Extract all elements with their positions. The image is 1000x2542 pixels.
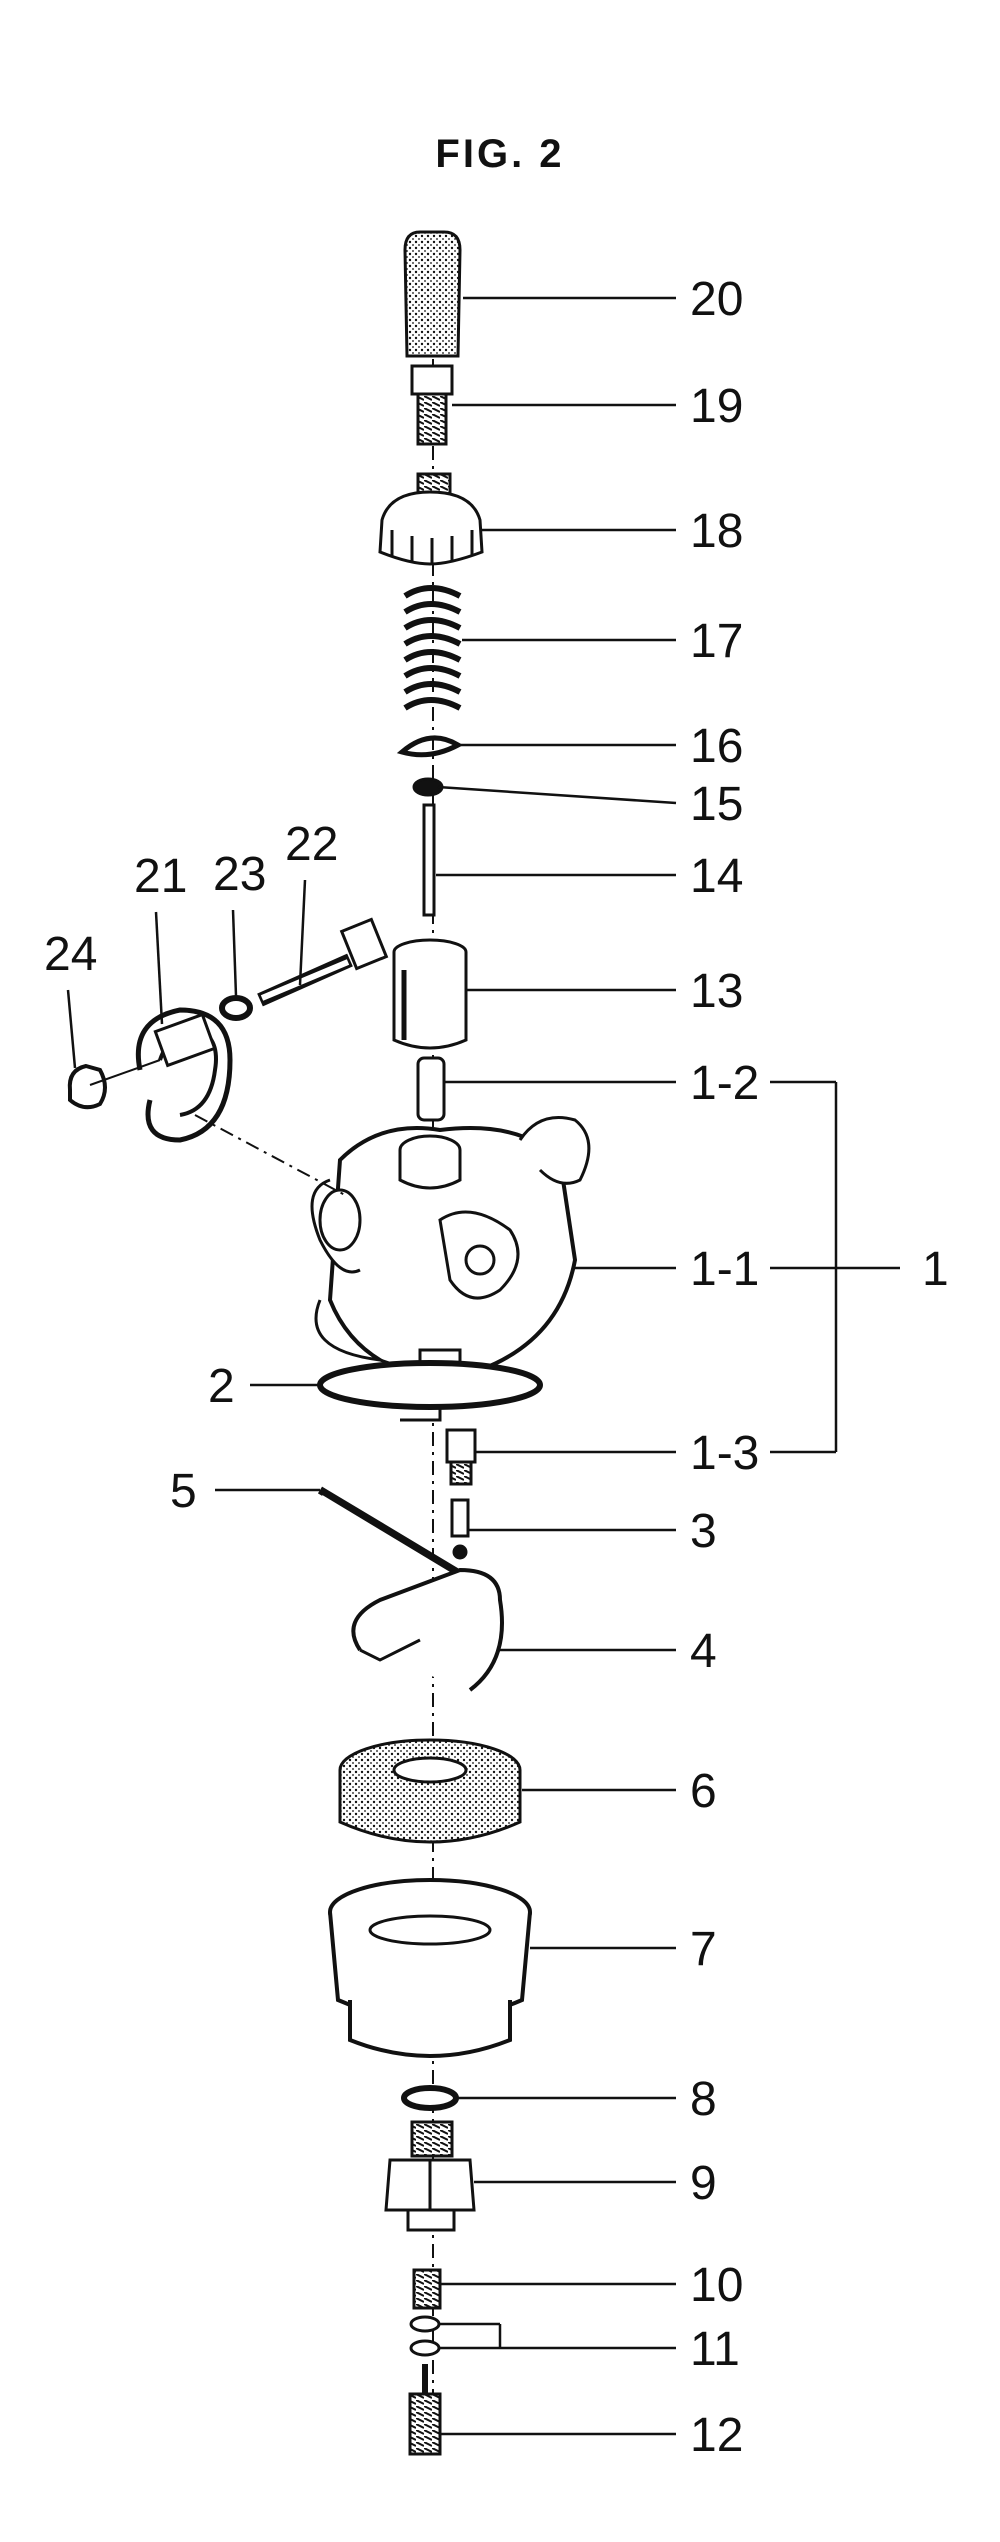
part-22-clamp-bolt (257, 917, 389, 1007)
figure-title: FIG. 2 (435, 132, 565, 176)
part-11-washers (409, 2315, 441, 2357)
callout-24: 24 (44, 928, 97, 981)
callout-21: 21 (134, 850, 187, 903)
part-9-bowl-nut (384, 2120, 476, 2232)
part-1-2-jet (416, 1056, 446, 1122)
part-16-clip (396, 735, 464, 758)
part-23-nut (219, 995, 253, 1021)
part-2-gasket (317, 1360, 543, 1410)
part-4-float (351, 1567, 504, 1692)
callout-17: 17 (690, 615, 743, 668)
part-20-tube-cap (403, 230, 462, 358)
callout-15: 15 (690, 778, 743, 831)
callout-9: 9 (690, 2157, 717, 2210)
callout-2: 2 (208, 1360, 235, 1413)
part-3-float-needle (450, 1498, 470, 1560)
part-14-needle (422, 803, 436, 917)
part-12-drain-screw (408, 2364, 442, 2456)
part-21-clamp (135, 1007, 233, 1143)
callout-1: 1 (922, 1243, 949, 1296)
callout-12: 12 (690, 2409, 743, 2462)
callout-19: 19 (690, 380, 743, 433)
callout-1-3: 1-3 (690, 1427, 759, 1480)
callout-1-2: 1-2 (690, 1057, 759, 1110)
callout-10: 10 (690, 2259, 743, 2312)
callout-13: 13 (690, 965, 743, 1018)
callout-5: 5 (170, 1465, 197, 1518)
part-17-spring (403, 585, 462, 711)
callout-6: 6 (690, 1765, 717, 1818)
callout-18: 18 (690, 505, 743, 558)
part-19-fitting (410, 364, 454, 446)
part-7-float-bowl (328, 1878, 532, 2058)
callout-1-1: 1-1 (690, 1243, 759, 1296)
callout-22: 22 (285, 818, 338, 871)
callout-8: 8 (690, 2073, 717, 2126)
callout-23: 23 (213, 848, 266, 901)
part-18-cap-nut (378, 472, 484, 566)
callout-16: 16 (690, 720, 743, 773)
part-8-o-ring (401, 2085, 459, 2111)
callout-3: 3 (690, 1505, 717, 1558)
part-10-spring (412, 2268, 442, 2310)
callout-20: 20 (690, 273, 743, 326)
part-24-washer (67, 1063, 107, 1110)
part-1-3-nozzle (445, 1428, 477, 1486)
callout-14: 14 (690, 850, 743, 903)
part-15-ring (412, 777, 444, 797)
callout-4: 4 (690, 1625, 717, 1678)
part-6-filter-element (338, 1738, 522, 1844)
part-13-throttle-valve (392, 938, 468, 1050)
callout-7: 7 (690, 1923, 717, 1976)
leader-lines (66, 296, 900, 2436)
callout-11: 11 (690, 2323, 740, 2376)
part-5-float-pin (317, 1486, 473, 1585)
callout-labels: 20 19 18 17 16 15 14 13 1-2 1-1 1 2 1-3 … (44, 273, 949, 2462)
